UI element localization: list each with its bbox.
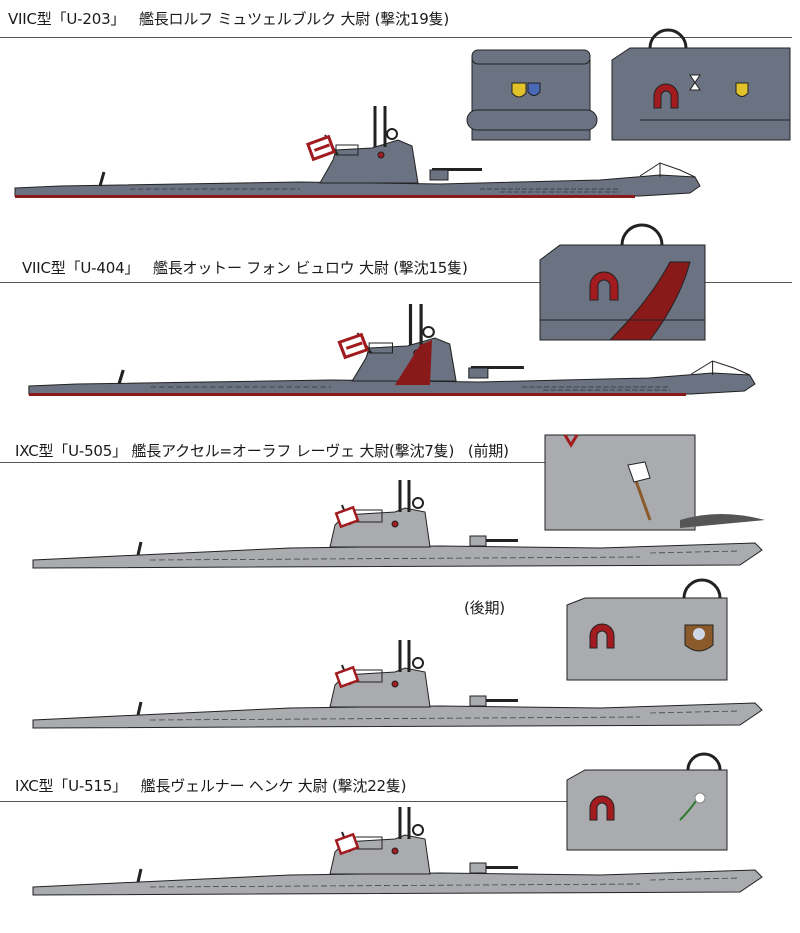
detail-inset-u203-front xyxy=(466,49,598,141)
boat-name: 「U-515」 xyxy=(53,777,127,795)
detail-inset-u515 xyxy=(566,752,728,851)
section-title-u203: VIIC型「U-203」 艦長ロルフ ミュツェルブルク 大尉 (撃沈19隻) xyxy=(8,8,449,29)
boat-type: IXC型 xyxy=(15,777,54,795)
boat-caption: 艦長ヴェルナー ヘンケ 大尉 (撃沈22隻) xyxy=(140,777,407,795)
boat-name: 「U-505」 xyxy=(53,442,127,460)
period-label-late: (後期) xyxy=(464,597,505,618)
boat-type: VIIC型 xyxy=(8,10,52,28)
detail-inset-u203-side xyxy=(611,28,791,141)
divider xyxy=(0,282,792,283)
detail-inset-u505-early xyxy=(544,434,765,531)
boat-caption: 艦長オットー フォン ビュロウ 大尉 (撃沈15隻) xyxy=(152,259,468,277)
boat-type: VIIC型 xyxy=(22,259,66,277)
red-stripe-marking xyxy=(395,340,432,385)
boat-name: 「U-404」 xyxy=(65,259,140,277)
divider xyxy=(0,37,792,38)
divider xyxy=(0,801,568,802)
divider xyxy=(0,462,545,463)
section-title-u404: VIIC型「U-404」 艦長オットー フォン ビュロウ 大尉 (撃沈15隻) xyxy=(22,257,468,278)
period-label: (前期) xyxy=(467,442,509,460)
boat-caption: 艦長アクセル=オーラフ レーヴェ 大尉(撃沈7隻) xyxy=(131,442,455,460)
detail-inset-u404 xyxy=(539,223,706,341)
detail-inset-u505-late xyxy=(566,578,728,681)
section-title-u515: IXC型「U-515」 艦長ヴェルナー ヘンケ 大尉 (撃沈22隻) xyxy=(15,775,407,796)
boat-type: IXC型 xyxy=(15,442,54,460)
section-title-u505: IXC型「U-505」 艦長アクセル=オーラフ レーヴェ 大尉(撃沈7隻) (前… xyxy=(15,440,509,461)
boat-caption: 艦長ロルフ ミュツェルブルク 大尉 (撃沈19隻) xyxy=(138,10,450,28)
boat-name: 「U-203」 xyxy=(51,10,126,28)
period-label: (後期) xyxy=(464,599,505,617)
